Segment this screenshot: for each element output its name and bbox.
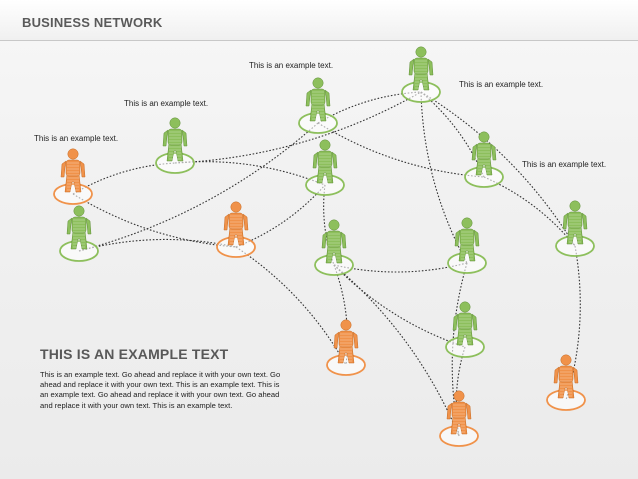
connector-line (235, 246, 347, 366)
node-label-5: This is an example text. (522, 160, 607, 169)
connector-line (72, 193, 237, 248)
person-icon-green (155, 117, 195, 174)
person-icon-orange (216, 201, 256, 258)
connector-line (420, 91, 485, 178)
page-title: BUSINESS NETWORK (22, 15, 163, 30)
person-icon-green (464, 131, 504, 188)
connector-line (483, 176, 576, 247)
connector-line (78, 122, 319, 252)
node-label-2: This is an example text. (459, 80, 544, 89)
node-label-4: This is an example text. (34, 134, 119, 143)
person-icon-green (555, 200, 595, 257)
header-bar: BUSINESS NETWORK (0, 0, 638, 41)
content-body: This is an example text. Go ahead and re… (40, 370, 281, 410)
connector-line (235, 184, 326, 248)
person-icon-green (59, 205, 99, 262)
content-heading: THIS IS AN EXAMPLE TEXT (40, 346, 229, 362)
connector-line (333, 264, 466, 348)
person-icon-orange (439, 390, 479, 447)
person-icon-orange (326, 319, 366, 376)
person-icon-green (445, 301, 485, 358)
person-icon-green (401, 46, 441, 103)
node-label-1: This is an example text. (249, 61, 334, 70)
person-icon-green (314, 219, 354, 276)
person-icon-green (305, 139, 345, 196)
person-icon-orange (53, 148, 93, 205)
connector-line (174, 91, 422, 164)
connector-line (174, 161, 326, 186)
connector-line (420, 91, 576, 247)
person-node-group (53, 46, 595, 447)
connector-line (78, 238, 237, 252)
person-icon-green (447, 217, 487, 274)
connector-line (333, 262, 468, 273)
connector-line (317, 122, 485, 178)
person-icon-orange (546, 354, 586, 411)
person-icon-green (298, 77, 338, 134)
node-label-3: This is an example text. (124, 99, 209, 108)
